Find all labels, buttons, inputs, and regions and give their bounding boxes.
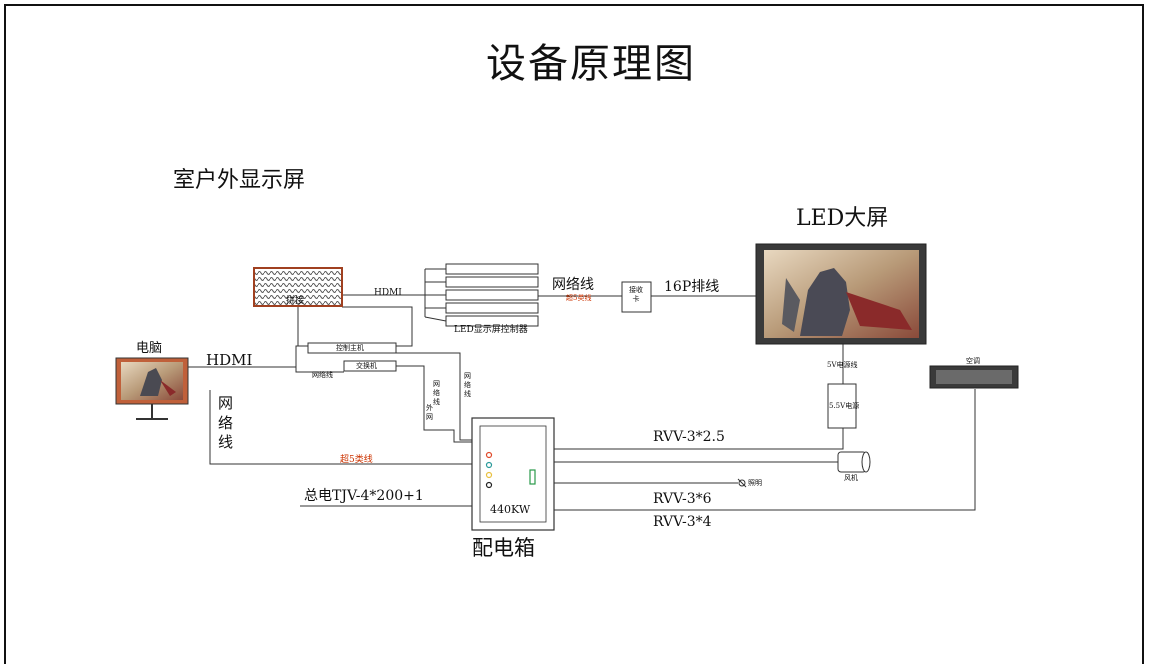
ac-unit [929,365,1019,389]
splitter-hdmi-label: HDMI [374,288,402,298]
splitter-unit [253,267,343,307]
cable-rvv-2-5: RVV-3*2.5 [653,429,725,445]
led-controller-stack [424,263,539,327]
page-frame [4,4,1144,664]
led-screen [755,243,927,345]
power-rating: 440KW [490,503,531,516]
controller-cat5-label: 超5类线 [566,294,592,302]
switch-outer-net-label: 外 网 [426,404,433,422]
distribution-box-unit [471,417,555,531]
psu-box [827,383,857,429]
pc-monitor [115,357,189,420]
cable-rvv-6: RVV-3*6 [653,491,712,507]
switch-network-vertical: 网 络 线 [433,380,440,407]
splitter-label: 拼接 [286,296,305,306]
connection-lines [188,269,976,511]
switch-box [343,360,397,372]
switch-label: 交换机 [356,362,377,370]
control-host-label: 控制主机 [336,344,364,352]
pc-network-label: 网 络 线 [218,394,234,451]
receiver-card-box [621,281,652,313]
controller-network-label: 网络线 [552,277,594,293]
receiver-card-label: 接收卡 [629,286,643,304]
label-5v-psu: 5.5V电源 [829,402,860,410]
indicator-lamp [485,461,493,469]
lighting-label: 照明 [748,479,762,487]
host-network-vertical: 网 络 线 [464,372,471,399]
pc-hdmi-label: HDMI [206,351,253,369]
page-title: 设备原理图 [486,41,696,87]
pc-cat5-label: 超5类线 [340,455,373,465]
control-host-box [307,342,397,354]
lighting-lamp-symbol [737,478,747,488]
fan-unit [837,451,871,473]
label-16p: 16P排线 [664,279,720,295]
label-5v-cable: 5V电源线 [827,361,858,369]
ac-label: 空调 [966,357,980,365]
page-subtitle: 室户外显示屏 [173,168,306,193]
led-title: LED大屏 [796,206,889,231]
indicator-lamps [485,451,493,489]
indicator-lamp [485,451,493,459]
indicator-lamp [485,471,493,479]
main-power-label: 总电TJV-4*200+1 [304,488,424,504]
distribution-box-label: 配电箱 [472,536,535,560]
breaker-switch [529,469,536,485]
cable-rvv-4: RVV-3*4 [653,514,712,530]
fan-label: 风机 [844,474,858,482]
switch-network-label: 网络线 [312,371,333,379]
pc-label: 电脑 [136,341,163,356]
indicator-lamp [485,481,493,489]
controller-label: LED显示屏控制器 [454,325,528,335]
